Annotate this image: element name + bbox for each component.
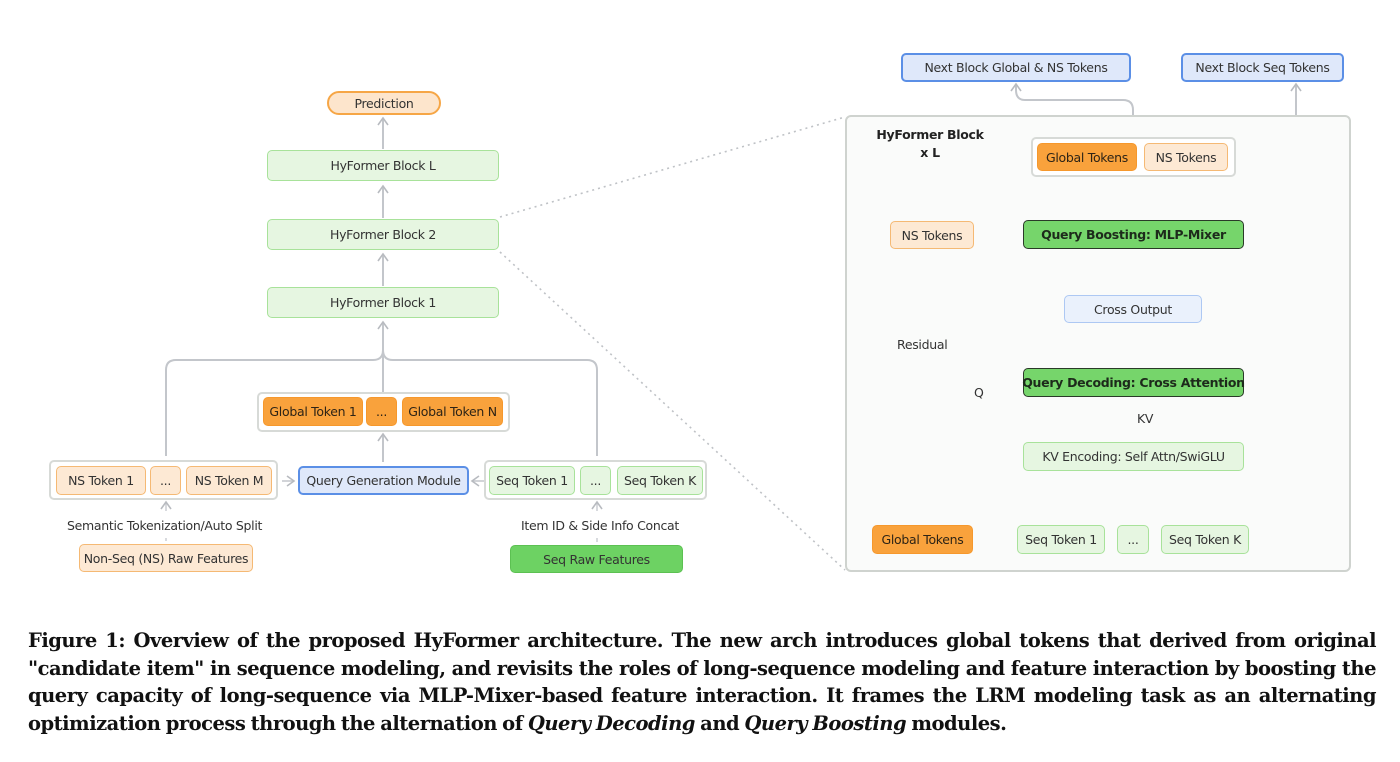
panel-title: HyFormer Block x L [870,126,990,162]
caption-and: and [694,711,745,735]
kv-encoding[interactable]: KV Encoding: Self Attn/SwiGLU [1023,442,1244,471]
hyformer-block-l[interactable]: HyFormer Block L [267,150,499,181]
merge-ns-branch [165,349,384,456]
query-boosting-mlp-mixer[interactable]: Query Boosting: MLP-Mixer [1023,220,1244,249]
detail-seq-token-1: Seq Token 1 [1017,525,1105,554]
global-tokens-input: Global Tokens [872,525,973,554]
query-generation-module[interactable]: Query Generation Module [298,466,469,495]
global-token-1: Global Token 1 [263,397,363,426]
zoom-line-bottom [499,251,846,571]
seq-token-1: Seq Token 1 [489,466,575,495]
ns-tokens-input: NS Tokens [890,221,974,249]
ns-token-1: NS Token 1 [56,466,146,495]
seq-process-label: Item ID & Side Info Concat [521,518,680,533]
caption-text: Figure 1: Overview of the proposed HyFor… [28,629,1377,735]
arrow-out-to-next-global [1010,82,1134,137]
detail-seq-token-k: Seq Token K [1161,525,1249,554]
seq-raw-features: Seq Raw Features [510,545,683,573]
global-token-n: Global Token N [402,397,503,426]
hyformer-block-1[interactable]: HyFormer Block 1 [267,287,499,318]
output-global-tokens: Global Tokens [1037,143,1137,171]
query-decoding-cross-attention[interactable]: Query Decoding: Cross Attention [1022,368,1245,397]
caption-suffix: modules. [906,711,1007,735]
figure-caption: Figure 1: Overview of the proposed HyFor… [28,627,1377,737]
ns-token-ellipsis: ... [150,466,181,495]
detail-seq-token-ellipsis: ... [1117,525,1149,554]
caption-em-query-boosting: Query Boosting [744,711,907,735]
next-block-global-ns-tokens: Next Block Global & NS Tokens [901,53,1131,82]
prediction-node: Prediction [327,91,441,115]
architecture-diagram: Prediction HyFormer Block L HyFormer Blo… [49,53,1351,573]
panel-title-line2: x L [920,145,940,160]
zoom-line-top [499,116,846,218]
next-block-seq-tokens: Next Block Seq Tokens [1181,53,1344,82]
seq-token-k: Seq Token K [617,466,703,495]
ns-process-label: Semantic Tokenization/Auto Split [67,518,263,533]
kv-label: KV [1137,411,1154,426]
q-label: Q [974,385,984,400]
cross-output: Cross Output [1064,295,1202,323]
global-token-ellipsis: ... [366,397,397,426]
panel-title-line1: HyFormer Block [876,127,984,142]
caption-em-query-decoding: Query Decoding [527,711,696,735]
residual-label: Residual [897,337,948,352]
hyformer-block-detail-panel [845,115,1351,572]
seq-token-ellipsis: ... [580,466,611,495]
merge-seq-branch [382,349,598,456]
ns-token-m: NS Token M [186,466,272,495]
hyformer-block-2[interactable]: HyFormer Block 2 [267,219,499,250]
output-ns-tokens: NS Tokens [1144,143,1228,171]
ns-raw-features: Non-Seq (NS) Raw Features [79,544,253,572]
